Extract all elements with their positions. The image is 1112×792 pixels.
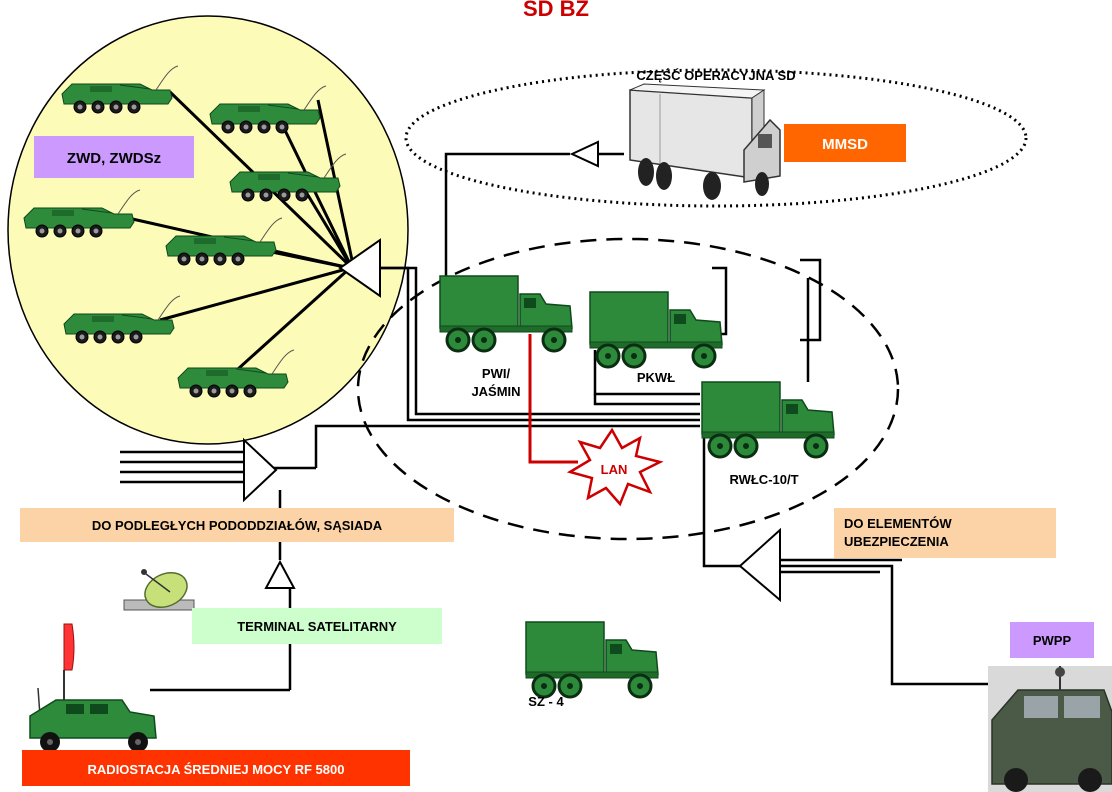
triangle-antenna-icon [569, 140, 599, 168]
subordinate-label-box [20, 508, 454, 542]
zwd-label: ZWD, ZWDSz [67, 150, 161, 167]
semi-trailer-truck-icon [629, 83, 781, 200]
sz4-label: SZ - 4 [528, 694, 564, 709]
satellite-dish-icon [123, 569, 195, 611]
military-truck-icon [524, 620, 660, 699]
mmsd-label-box [784, 124, 906, 162]
triangle-antenna-icon [738, 527, 781, 603]
pwi-label-line2: JAŚMIN [471, 384, 520, 399]
security-label-box [834, 508, 1056, 558]
military-truck-icon [588, 290, 724, 369]
operational-part-boundary [404, 68, 1028, 208]
pwi-label-line1: PWI/ [482, 366, 511, 381]
security-label-line1: DO ELEMENTÓW [844, 516, 952, 531]
subordinate-label: DO PODLEGŁYCH PODODDZIAŁÓW, SĄSIADA [92, 518, 383, 533]
operational-part-label: CZĘŚĆ OPERACYJNA SD [636, 68, 795, 83]
satellite-terminal-label-box [192, 608, 442, 644]
military-truck-icon [438, 274, 574, 353]
pwpp-label-box [1010, 622, 1094, 658]
command-node-boundary [356, 237, 900, 541]
zwd-label-box [34, 136, 194, 178]
humvee-radio-icon [29, 623, 157, 752]
mmsd-label: MMSD [822, 136, 868, 153]
armored-suv-icon [988, 666, 1112, 792]
pkwl-label: PKWŁ [637, 370, 675, 385]
triangle-antenna-icon [264, 559, 296, 589]
lan-label: LAN [601, 462, 628, 477]
security-label-line2: UBEZPIECZENIA [844, 534, 949, 549]
satellite-terminal-label: TERMINAL SATELITARNY [237, 619, 397, 634]
connection-lines [150, 152, 990, 692]
triangle-antenna-icon [243, 437, 278, 503]
radio-station-label: RADIOSTACJA ŚREDNIEJ MOCY RF 5800 [88, 762, 345, 777]
lan-link [528, 334, 578, 464]
radio-station-label-box [22, 750, 410, 786]
rwlc-label: RWŁC-10/T [729, 472, 798, 487]
lan-burst [566, 427, 664, 507]
military-truck-icon [700, 380, 836, 459]
subordinate-lines [120, 450, 244, 484]
pwpp-label: PWPP [1033, 633, 1072, 648]
diagram-title: SD BZ [523, 0, 589, 21]
